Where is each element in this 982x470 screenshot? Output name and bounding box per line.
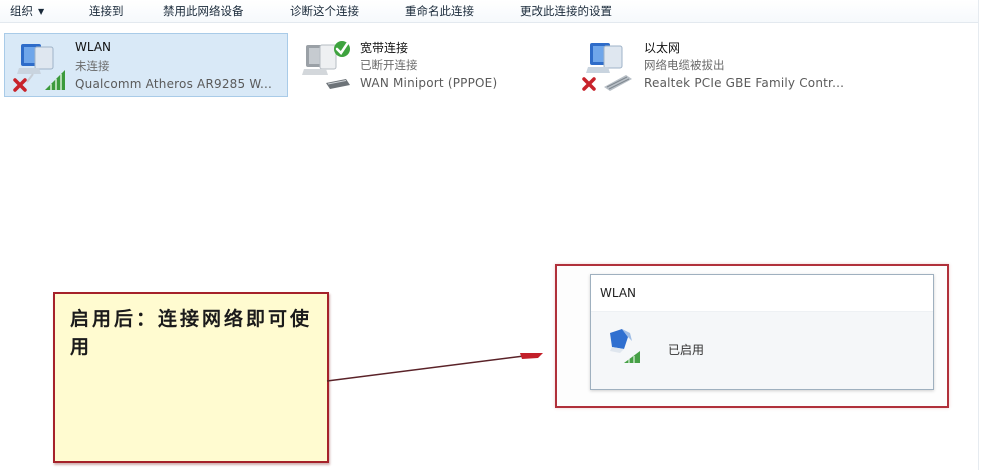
wifi-adapter-icon bbox=[13, 44, 65, 92]
connection-item-broadband[interactable]: 宽带连接 已断开连接 WAN Miniport (PPPOE) bbox=[290, 33, 560, 95]
rename-connection-button[interactable]: 重命名此连接 bbox=[405, 4, 474, 18]
connection-item-ethernet[interactable]: 以太网 网络电缆被拔出 Realtek PCIe GBE Family Cont… bbox=[574, 33, 864, 95]
connection-device: Realtek PCIe GBE Family Contr... bbox=[644, 76, 845, 90]
disable-device-button[interactable]: 禁用此网络设备 bbox=[163, 4, 244, 18]
organize-label: 组织 bbox=[10, 4, 33, 18]
wlan-status-popup: WLAN 已启用 bbox=[590, 274, 934, 390]
connection-status: 网络电缆被拔出 bbox=[644, 58, 725, 72]
change-settings-button[interactable]: 更改此连接的设置 bbox=[520, 4, 612, 18]
signal-bars-icon bbox=[624, 351, 640, 363]
wifi-enabled-icon bbox=[610, 329, 640, 363]
highlight-frame: WLAN 已启用 bbox=[555, 264, 949, 408]
connection-status: 未连接 bbox=[75, 59, 110, 73]
ethernet-adapter-icon bbox=[582, 43, 632, 91]
diagnose-connection-button[interactable]: 诊断这个连接 bbox=[290, 4, 359, 18]
red-x-icon bbox=[13, 78, 27, 92]
popup-header: WLAN bbox=[591, 275, 933, 312]
command-bar: 组织 ▼ 连接到 禁用此网络设备 诊断这个连接 重命名此连接 更改此连接的设置 bbox=[0, 0, 978, 23]
network-cable-icon bbox=[604, 75, 632, 91]
broadband-icon bbox=[302, 41, 350, 89]
red-x-icon bbox=[582, 77, 596, 91]
modem-icon bbox=[326, 79, 350, 89]
green-check-icon bbox=[334, 41, 350, 57]
organize-menu-button[interactable]: 组织 ▼ bbox=[10, 2, 44, 20]
connection-item-wlan[interactable]: WLAN 未连接 Qualcomm Atheros AR9285 W... bbox=[4, 33, 288, 97]
connection-device: Qualcomm Atheros AR9285 W... bbox=[75, 77, 273, 91]
annotation-callout: 启用后：连接网络即可使用 bbox=[53, 292, 329, 463]
popup-status: 已启用 bbox=[668, 343, 705, 357]
popup-title: WLAN bbox=[600, 286, 637, 300]
callout-text: 启用后：连接网络即可使用 bbox=[70, 308, 313, 358]
connect-to-button[interactable]: 连接到 bbox=[89, 4, 124, 18]
connection-name: 以太网 bbox=[644, 41, 681, 55]
connection-name: WLAN bbox=[75, 40, 112, 54]
connection-name: 宽带连接 bbox=[360, 41, 409, 55]
connection-status: 已断开连接 bbox=[360, 58, 418, 72]
chevron-down-icon: ▼ bbox=[38, 7, 45, 16]
arrow-head-icon bbox=[520, 353, 543, 359]
signal-bars-icon bbox=[45, 70, 65, 90]
connection-device: WAN Miniport (PPPOE) bbox=[360, 76, 498, 90]
